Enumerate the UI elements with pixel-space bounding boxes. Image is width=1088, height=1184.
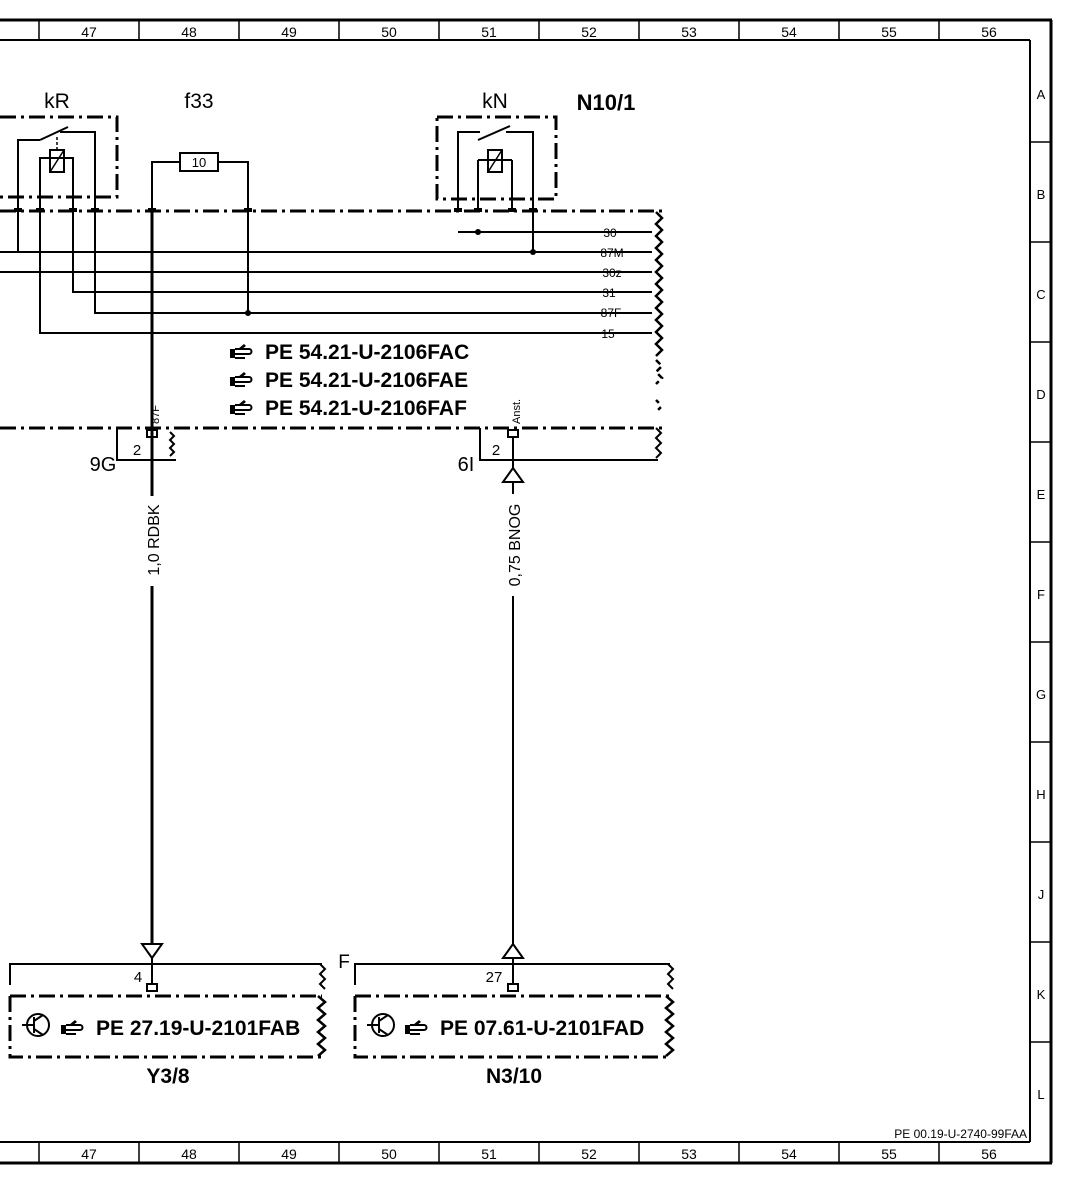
component-n3-10: 27 PE 07.61-U-2101FAD N3/10: [353, 963, 675, 1088]
component-n3-10-pin: 27: [486, 969, 503, 986]
column-label: 56: [981, 24, 997, 40]
component-n3-10-label: N3/10: [486, 1065, 542, 1088]
connector-6i-pin: 2: [492, 442, 500, 459]
column-label: 52: [581, 24, 597, 40]
column-label: 49: [281, 24, 297, 40]
column-label: 56: [981, 1146, 997, 1162]
row-label: G: [1036, 687, 1046, 702]
column-label: 48: [181, 24, 197, 40]
module-ref: PE 54.21-U-2106FAF: [265, 397, 467, 420]
row-label: C: [1036, 287, 1045, 302]
terminal-label: 31: [602, 286, 616, 300]
component-y3-8: 4 PE 27.19-U-2101FAB Y3/8: [8, 963, 327, 1088]
component-y3-8-pin: 4: [134, 969, 142, 986]
row-label: J: [1038, 887, 1045, 902]
terminal-label: 87M: [600, 246, 623, 260]
wire-rdbk: 1,0 RDBK: [140, 212, 164, 984]
row-label: E: [1037, 487, 1046, 502]
connector-9g-pin: 2: [133, 442, 141, 459]
fuse-rating: 10: [192, 155, 206, 170]
pointing-hand-icon: [229, 343, 253, 359]
column-label: 51: [481, 24, 497, 40]
connector-9g-label: 9G: [90, 454, 117, 476]
relay-kr-label: kR: [44, 90, 70, 113]
row-label: F: [1037, 587, 1045, 602]
column-label: 55: [881, 24, 897, 40]
row-labels: A B C D E F G H J K L: [1036, 87, 1046, 1102]
row-label: H: [1036, 787, 1045, 802]
pointing-hand-icon: [60, 1019, 84, 1035]
terminal-label: 87F: [601, 306, 622, 320]
row-label: B: [1037, 187, 1046, 202]
column-label: 55: [881, 1146, 897, 1162]
connector-6i-label: 6I: [458, 454, 475, 476]
component-y3-8-ref: PE 27.19-U-2101FAB: [96, 1017, 300, 1040]
column-label: 52: [581, 1146, 597, 1162]
row-label: A: [1037, 87, 1046, 102]
pointing-hand-icon: [404, 1019, 428, 1035]
relay-kn: kN: [435, 90, 558, 252]
connector-9g: 9G 2: [90, 428, 176, 476]
module-references: PE 54.21-U-2106FAC PE 54.21-U-2106FAE PE…: [229, 341, 469, 420]
terminal-label: 15: [601, 327, 615, 341]
terminal-label: 30z: [602, 266, 621, 280]
wire-bnog-label: 0,75 BNOG: [507, 504, 524, 587]
module-ref: PE 54.21-U-2106FAE: [265, 369, 468, 392]
column-label: 54: [781, 1146, 797, 1162]
transistor-icon: [22, 1013, 50, 1037]
wire-rdbk-label: 1,0 RDBK: [146, 504, 163, 575]
component-y3-8-label: Y3/8: [146, 1065, 190, 1088]
column-labels-bottom: 47 48 49 50 51 52 53 54 55 56: [81, 1146, 997, 1162]
row-label: D: [1036, 387, 1045, 402]
column-label: 53: [681, 24, 697, 40]
component-n3-10-ref: PE 07.61-U-2101FAD: [440, 1017, 644, 1040]
fuse-f33: f33 10: [151, 90, 249, 314]
module-n10-1-label: N10/1: [577, 90, 636, 115]
column-labels-top: 47 48 49 50 51 52 53 54 55 56: [81, 24, 997, 40]
connector-6i: 6I 2: [458, 427, 663, 476]
document-code: PE 00.19-U-2740-99FAA: [894, 1127, 1027, 1141]
pointing-hand-icon: [229, 371, 253, 387]
fuse-f33-label: f33: [184, 90, 213, 113]
pin-anst-label: Anst.: [511, 399, 523, 424]
column-label: 54: [781, 24, 797, 40]
column-label: 51: [481, 1146, 497, 1162]
row-label: L: [1037, 1087, 1044, 1102]
column-label: 49: [281, 1146, 297, 1162]
wire-bnog: 0,75 BNOG: [501, 436, 525, 984]
relay-kr: kR: [0, 90, 119, 212]
module-ref: PE 54.21-U-2106FAC: [265, 341, 469, 364]
relay-kn-label: kN: [482, 90, 508, 113]
column-label: 47: [81, 24, 97, 40]
column-label: 50: [381, 24, 397, 40]
column-label: 48: [181, 1146, 197, 1162]
terminal-label: 30: [603, 226, 617, 240]
drawing-frame: [0, 18, 1053, 1165]
column-label: 50: [381, 1146, 397, 1162]
module-n10-1: N10/1 30 87M 30z 31 87F 1: [0, 90, 664, 430]
column-label: 53: [681, 1146, 697, 1162]
column-label: 47: [81, 1146, 97, 1162]
transistor-icon: [367, 1013, 395, 1037]
marker-f: F: [338, 952, 350, 973]
row-label: K: [1037, 987, 1046, 1002]
pointing-hand-icon: [229, 399, 253, 415]
